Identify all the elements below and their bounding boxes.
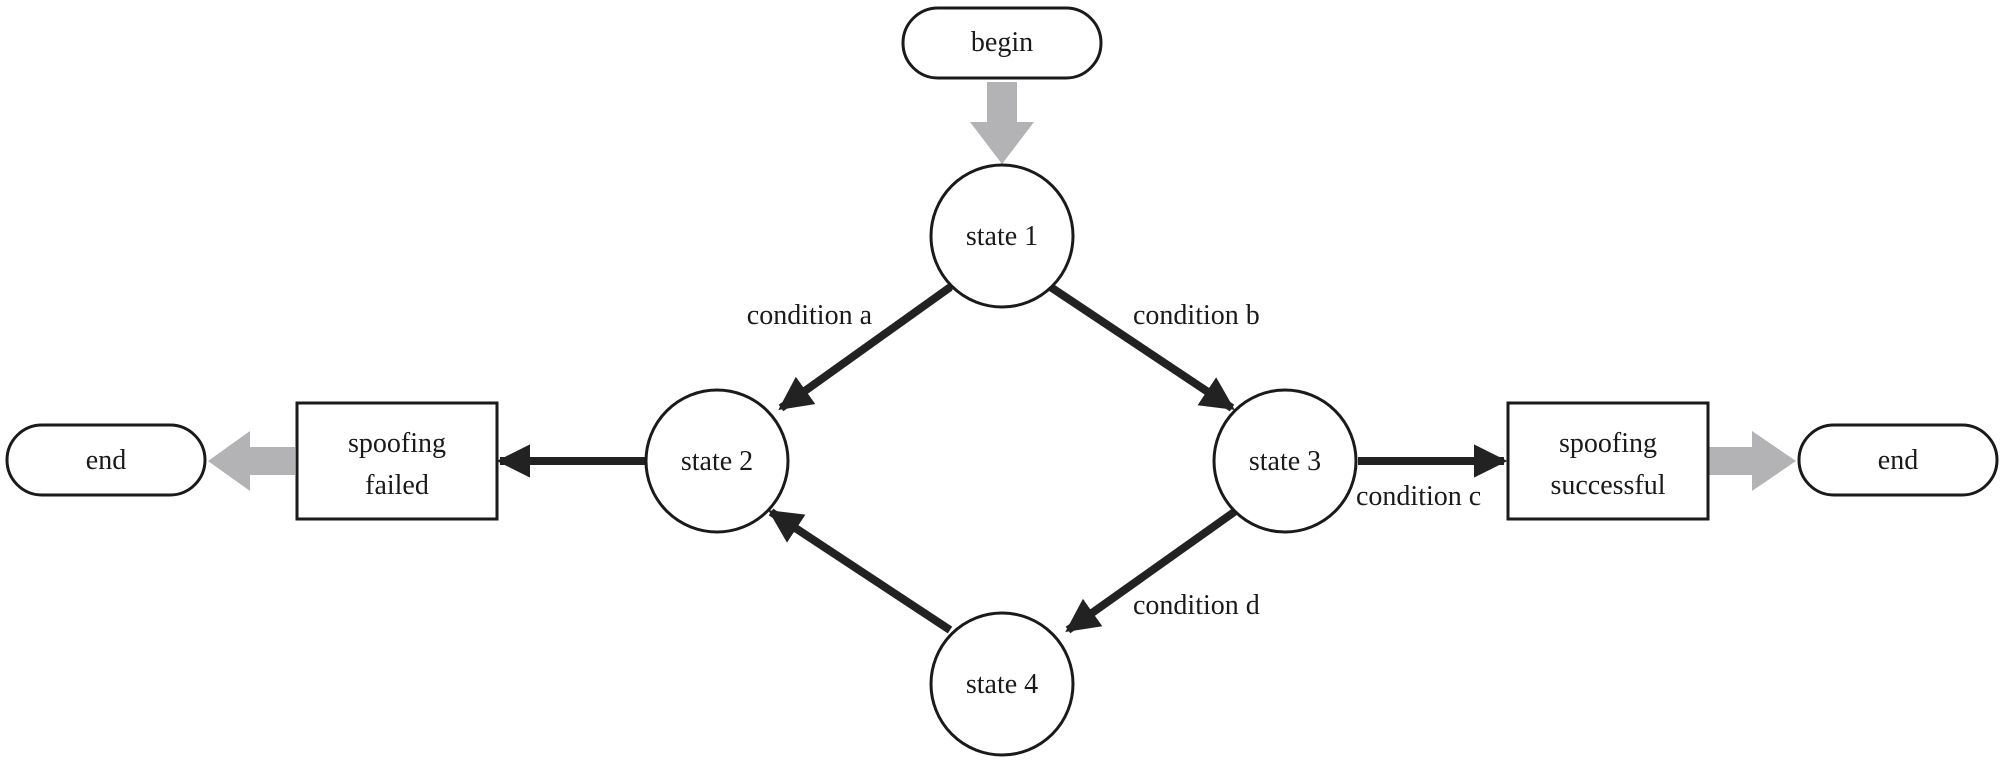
state3-node: state 3 (1212, 388, 1358, 534)
spoofing-failed-box: spoofing failed (295, 401, 499, 521)
spoofing-successful-line2: successful (1550, 470, 1665, 501)
edge-condition-b-arrow (1049, 284, 1235, 412)
state2-node: state 2 (644, 388, 790, 534)
edge-state4-to-state2-arrow (768, 508, 953, 634)
condition-d-label: condition d (1133, 590, 1260, 621)
state2-label: state 2 (681, 446, 753, 477)
spoofing-failed-line1: spoofing (348, 428, 446, 459)
spoofing-successful-line1: spoofing (1559, 428, 1657, 459)
end-node-left: end (5, 423, 207, 497)
arrow-failed-to-end (208, 431, 295, 491)
edge-condition-a-arrow (778, 284, 952, 412)
end-node-right: end (1797, 423, 1999, 497)
edge-condition-d-arrow (1065, 506, 1240, 634)
condition-a-label: condition a (747, 300, 873, 331)
spoofing-successful-box: spoofing successful (1506, 401, 1710, 521)
condition-b-label: condition b (1133, 300, 1260, 331)
begin-node: begin (901, 6, 1103, 80)
state4-node: state 4 (929, 611, 1075, 757)
state1-node: state 1 (929, 163, 1075, 309)
state3-label: state 3 (1249, 446, 1321, 477)
end-right-label: end (1878, 445, 1918, 476)
state4-label: state 4 (966, 669, 1038, 700)
end-left-label: end (86, 445, 126, 476)
begin-label: begin (971, 27, 1033, 58)
arrow-success-to-end (1709, 431, 1796, 491)
state1-label: state 1 (966, 221, 1038, 252)
condition-c-label: condition c (1356, 481, 1481, 512)
arrow-begin-to-state1 (970, 82, 1034, 164)
spoofing-failed-line2: failed (365, 470, 429, 501)
